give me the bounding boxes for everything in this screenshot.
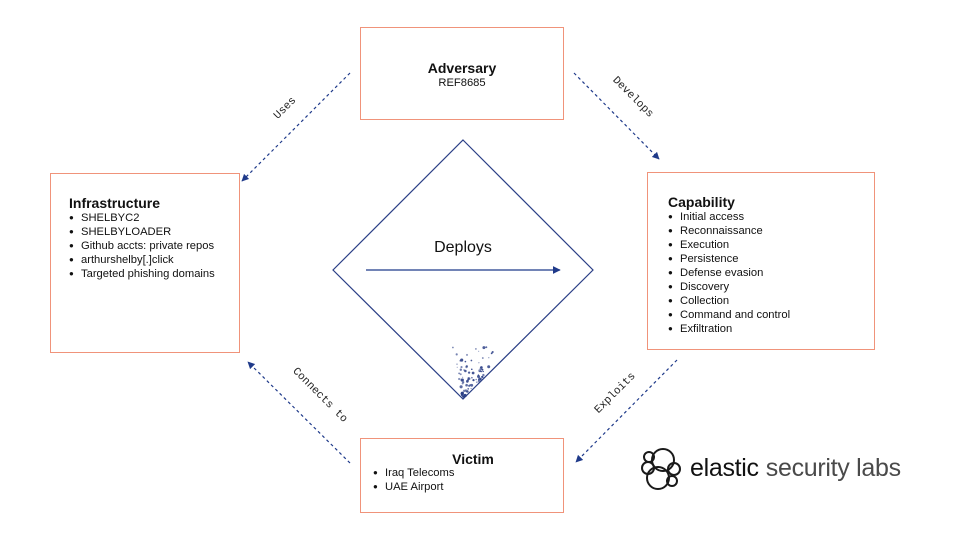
speckle-dot bbox=[460, 393, 464, 397]
speckle-dot bbox=[465, 389, 467, 391]
speckle-dot bbox=[459, 368, 462, 371]
speckle-dot bbox=[464, 393, 466, 396]
speckle-dot bbox=[452, 346, 454, 349]
capability-title: Capability bbox=[668, 194, 735, 210]
speckle-dot bbox=[471, 368, 473, 371]
speckle-dot bbox=[471, 376, 473, 379]
list-item: Reconnaissance bbox=[668, 224, 790, 238]
logo-product-text: security labs bbox=[765, 453, 901, 482]
list-item: Exfiltration bbox=[668, 322, 790, 336]
diamond-speckle-texture bbox=[452, 346, 494, 398]
speckle-dot bbox=[460, 358, 464, 362]
speckle-dot bbox=[455, 353, 458, 356]
list-item: Collection bbox=[668, 294, 790, 308]
connects-to-label: Connects to bbox=[289, 366, 349, 426]
speckle-dot bbox=[479, 379, 481, 381]
speckle-dot bbox=[456, 366, 458, 368]
speckle-dot bbox=[462, 389, 466, 393]
list-item: arthurshelby[.]click bbox=[69, 253, 239, 267]
speckle-dot bbox=[464, 360, 467, 363]
speckle-dot bbox=[468, 384, 471, 387]
elastic-cluster-icon bbox=[641, 448, 681, 490]
speckle-dot bbox=[461, 382, 464, 385]
adversary-title: Adversary bbox=[427, 60, 497, 76]
speckle-dot bbox=[470, 387, 472, 390]
adversary-subtitle: REF8685 bbox=[438, 77, 486, 89]
elastic-security-labs-logo: elastic security labs bbox=[640, 443, 901, 493]
speckle-dot bbox=[465, 353, 469, 356]
speckle-dot bbox=[477, 375, 480, 378]
speckle-dot bbox=[467, 377, 471, 381]
speckle-dot bbox=[470, 383, 474, 387]
list-item: Command and control bbox=[668, 308, 790, 322]
speckle-dot bbox=[482, 370, 484, 373]
speckle-dot bbox=[482, 346, 486, 350]
speckle-dot bbox=[458, 372, 460, 375]
speckle-dot bbox=[467, 371, 471, 374]
speckle-dot bbox=[475, 348, 477, 350]
speckle-dot bbox=[459, 373, 462, 376]
speckle-dot bbox=[481, 357, 484, 359]
speckle-dot bbox=[463, 369, 465, 371]
develops-label: Develops bbox=[609, 75, 655, 121]
speckle-dot bbox=[465, 383, 468, 387]
develops-arrow bbox=[573, 72, 660, 160]
speckle-dot bbox=[475, 381, 478, 384]
speckle-dot bbox=[478, 369, 482, 373]
infrastructure-title: Infrastructure bbox=[69, 195, 161, 211]
victim-list: Iraq Telecoms UAE Airport bbox=[373, 466, 454, 494]
speckle-dot bbox=[467, 387, 470, 390]
speckle-dot bbox=[463, 395, 466, 398]
speckle-dot bbox=[477, 379, 481, 383]
speckle-dot bbox=[482, 373, 485, 377]
speckle-dot bbox=[490, 352, 493, 355]
uses-label: Uses bbox=[272, 95, 299, 122]
capability-list: Initial access Reconnaissance Execution … bbox=[668, 210, 790, 336]
list-item: SHELBYLOADER bbox=[69, 225, 239, 239]
list-item: Initial access bbox=[668, 210, 790, 224]
list-item: Execution bbox=[668, 238, 790, 252]
logo-brand-text: elastic bbox=[690, 453, 759, 482]
speckle-dot bbox=[478, 362, 480, 364]
list-item: Discovery bbox=[668, 280, 790, 294]
adversary-node: Adversary REF8685 bbox=[360, 27, 564, 120]
exploits-label: Exploits bbox=[593, 371, 639, 417]
speckle-dot bbox=[475, 378, 477, 381]
victim-title: Victim bbox=[452, 451, 494, 467]
speckle-dot bbox=[470, 359, 473, 362]
list-item: Defense evasion bbox=[668, 266, 790, 280]
list-item: Targeted phishing domains bbox=[69, 267, 239, 281]
list-item: Github accts: private repos bbox=[69, 239, 239, 253]
victim-node: Victim Iraq Telecoms UAE Airport bbox=[360, 438, 564, 513]
uses-arrow bbox=[241, 72, 351, 182]
speckle-dot bbox=[479, 367, 483, 371]
infrastructure-node: Infrastructure SHELBYC2 SHELBYLOADER Git… bbox=[50, 173, 240, 353]
central-diamond bbox=[332, 139, 594, 400]
speckle-dot bbox=[481, 375, 484, 378]
list-item: Persistence bbox=[668, 252, 790, 266]
speckle-dot bbox=[487, 365, 491, 369]
list-item: Iraq Telecoms bbox=[373, 466, 454, 480]
infrastructure-list: SHELBYC2 SHELBYLOADER Github accts: priv… bbox=[69, 211, 239, 281]
speckle-dot bbox=[478, 350, 480, 352]
speckle-dot bbox=[481, 371, 483, 373]
speckle-dot bbox=[466, 379, 469, 383]
speckle-dot bbox=[488, 357, 490, 359]
speckle-dot bbox=[462, 376, 464, 378]
speckle-dot bbox=[456, 363, 458, 365]
deploys-label: Deploys bbox=[434, 239, 492, 256]
speckle-dot bbox=[485, 346, 488, 349]
speckle-dot bbox=[465, 365, 468, 369]
list-item: SHELBYC2 bbox=[69, 211, 239, 225]
speckle-dot bbox=[458, 377, 461, 381]
speckle-dot bbox=[460, 366, 463, 369]
speckle-dot bbox=[459, 385, 463, 389]
list-item: UAE Airport bbox=[373, 480, 454, 494]
speckle-dot bbox=[472, 379, 475, 382]
speckle-dot bbox=[461, 378, 464, 382]
capability-node: Capability Initial access Reconnaissance… bbox=[647, 172, 875, 350]
speckle-dot bbox=[471, 371, 475, 375]
